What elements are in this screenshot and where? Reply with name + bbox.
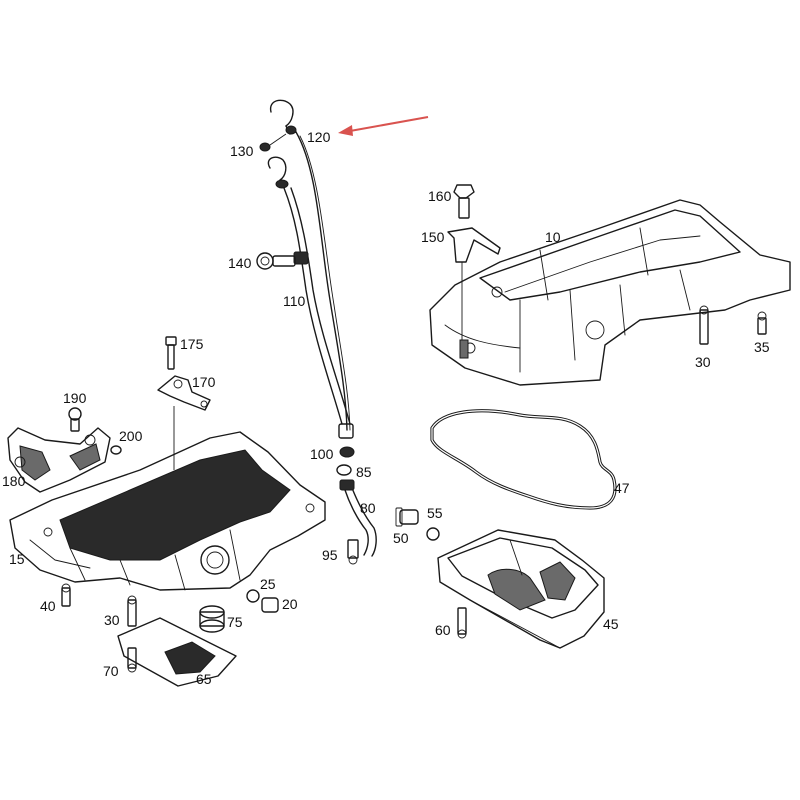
pointer-arrow xyxy=(338,116,429,136)
callout-65: 65 xyxy=(196,671,212,687)
callout-80: 80 xyxy=(360,500,376,516)
callout-160: 160 xyxy=(428,188,452,204)
lower-oil-pan xyxy=(395,507,605,649)
callout-10: 10 xyxy=(545,229,561,245)
callout-130: 130 xyxy=(230,143,254,159)
upper-oil-pan xyxy=(429,184,791,386)
callout-labels: 120 130 140 110 160 150 10 30 35 175 170… xyxy=(2,129,770,687)
callout-30-lower: 30 xyxy=(104,612,120,628)
oil-pan-gasket xyxy=(430,409,617,510)
callout-85: 85 xyxy=(356,464,372,480)
callout-170: 170 xyxy=(192,374,216,390)
callout-95: 95 xyxy=(322,547,338,563)
callout-175: 175 xyxy=(180,336,204,352)
callout-180: 180 xyxy=(2,473,26,489)
small-bracket xyxy=(157,336,211,470)
callout-40: 40 xyxy=(40,598,56,614)
callout-47: 47 xyxy=(614,480,630,496)
small-parts xyxy=(117,446,377,687)
callout-190: 190 xyxy=(63,390,87,406)
callout-140: 140 xyxy=(228,255,252,271)
callout-75: 75 xyxy=(227,614,243,630)
callout-150: 150 xyxy=(421,229,445,245)
callout-25: 25 xyxy=(260,576,276,592)
callout-120: 120 xyxy=(307,129,331,145)
callout-35: 35 xyxy=(754,339,770,355)
callout-60: 60 xyxy=(435,622,451,638)
callout-20: 20 xyxy=(282,596,298,612)
callout-50: 50 xyxy=(393,530,409,546)
callout-200: 200 xyxy=(119,428,143,444)
callout-110: 110 xyxy=(283,293,306,309)
dipstick-assembly xyxy=(256,99,354,439)
callout-15: 15 xyxy=(9,551,25,567)
callout-30-upper: 30 xyxy=(695,354,711,370)
left-oil-pan xyxy=(9,431,326,627)
mount-bracket xyxy=(7,407,122,493)
callout-100: 100 xyxy=(310,446,334,462)
callout-55: 55 xyxy=(427,505,443,521)
callout-45: 45 xyxy=(603,616,619,632)
callout-70: 70 xyxy=(103,663,119,679)
